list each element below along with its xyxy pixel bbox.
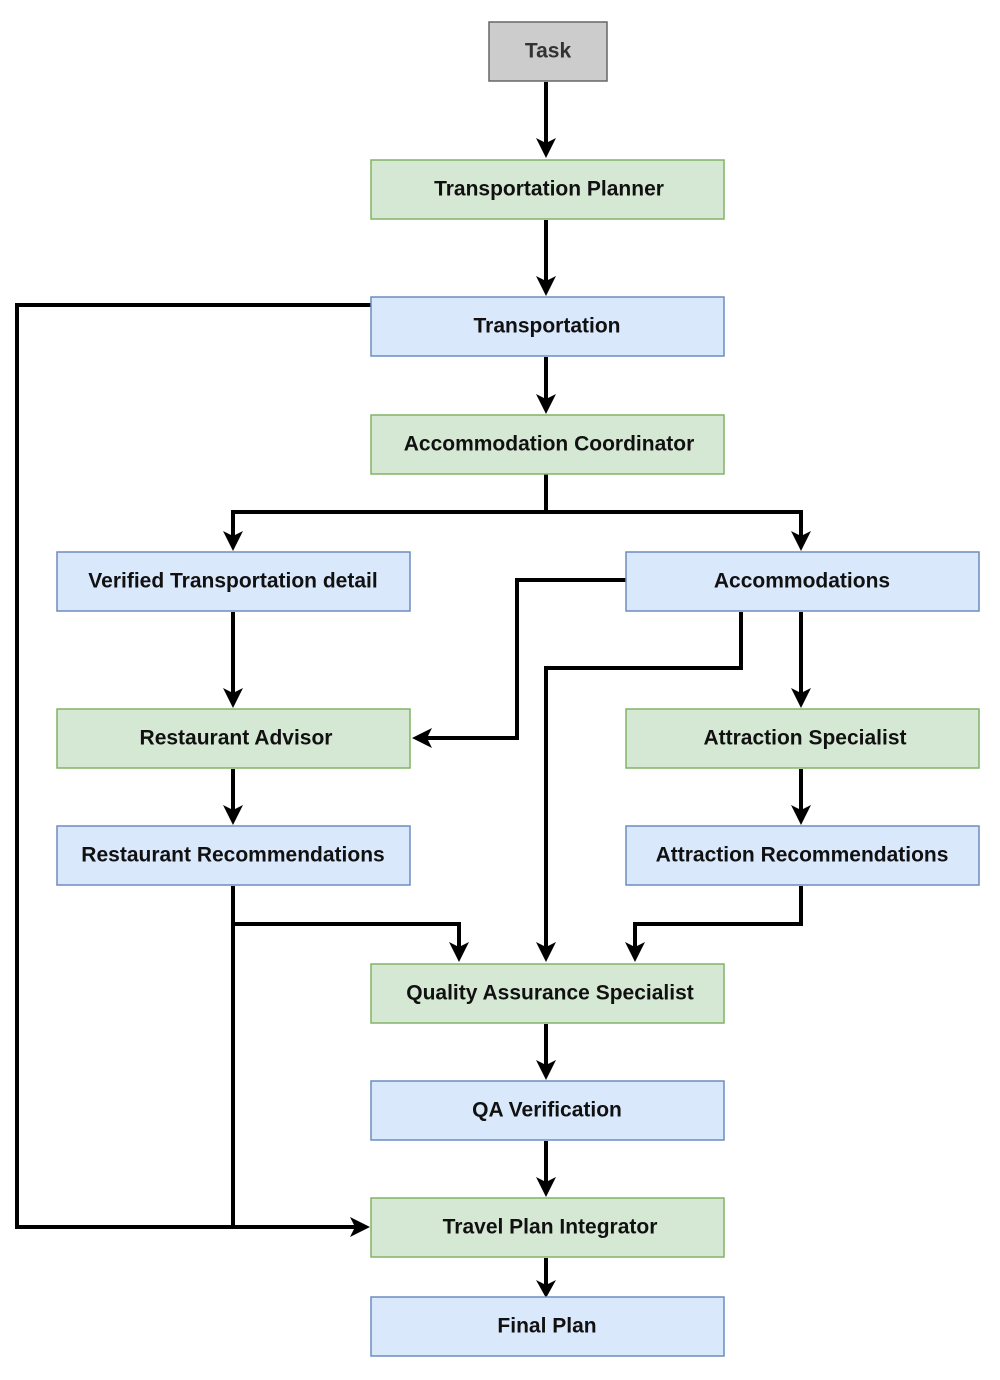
node-verified-transportation-detail: Verified Transportation detail (56, 551, 411, 612)
arrowhead-attraction-recommendations (791, 805, 811, 825)
arrowhead-accommodations (791, 531, 811, 551)
node-quality-assurance-specialist-label: Quality Assurance Specialist (406, 982, 694, 1005)
node-quality-assurance-specialist: Quality Assurance Specialist (370, 963, 725, 1024)
node-travel-plan-integrator-label: Travel Plan Integrator (443, 1216, 658, 1239)
arrowhead-attraction-specialist (791, 688, 811, 708)
node-final-plan-label: Final Plan (497, 1315, 596, 1338)
arrowhead-travel-plan-integrator-top (536, 1177, 556, 1197)
edge-accommodations-to-restaurant-advisor (424, 578, 626, 740)
node-restaurant-advisor-label: Restaurant Advisor (140, 727, 333, 750)
node-transportation-planner-label: Transportation Planner (434, 178, 664, 201)
edges (15, 82, 811, 1298)
arrowhead-qa-specialist-left (449, 942, 469, 962)
arrowhead-travel-plan-integrator-left (350, 1217, 370, 1237)
arrowhead-qa-specialist-center (536, 942, 556, 962)
node-travel-plan-integrator: Travel Plan Integrator (370, 1197, 725, 1258)
edge-accommodations-to-qa-specialist (544, 612, 743, 950)
node-attraction-recommendations-label: Attraction Recommendations (656, 844, 949, 867)
node-accommodation-coordinator-label: Accommodation Coordinator (404, 433, 695, 456)
edge-restaurant-recommendations-to-qa-specialist (233, 922, 461, 950)
arrowhead-restaurant-advisor-right (412, 728, 432, 748)
arrowhead-final-plan (536, 1280, 556, 1298)
node-transportation-planner: Transportation Planner (370, 159, 725, 220)
edge-accommodation-coordinator-to-accommodations (546, 510, 803, 539)
node-verified-transportation-detail-label: Verified Transportation detail (88, 570, 377, 593)
node-task: Task (488, 21, 608, 82)
arrowhead-qa-specialist-right (625, 942, 645, 962)
node-transportation-label: Transportation (473, 315, 620, 338)
arrowhead-transportation (536, 276, 556, 296)
edge-transportation-to-travel-plan-integrator (15, 303, 371, 1229)
node-final-plan: Final Plan (370, 1296, 725, 1357)
node-accommodation-coordinator: Accommodation Coordinator (370, 414, 725, 475)
edge-accommodation-coordinator-split (231, 474, 548, 539)
nodes: Task Transportation Planner Transportati… (56, 21, 980, 1357)
arrowhead-accommodation-coordinator (536, 394, 556, 414)
node-attraction-specialist-label: Attraction Specialist (703, 727, 906, 750)
arrowhead-restaurant-recommendations (223, 805, 243, 825)
arrowhead-verified-transportation-detail (223, 531, 243, 551)
node-task-label: Task (525, 40, 572, 63)
arrowhead-qa-verification (536, 1060, 556, 1080)
node-qa-verification-label: QA Verification (472, 1099, 622, 1122)
node-transportation: Transportation (370, 296, 725, 357)
arrowhead-restaurant-advisor-top (223, 688, 243, 708)
node-qa-verification: QA Verification (370, 1080, 725, 1141)
node-restaurant-recommendations: Restaurant Recommendations (56, 825, 411, 886)
node-accommodations: Accommodations (625, 551, 980, 612)
node-restaurant-recommendations-label: Restaurant Recommendations (81, 844, 384, 867)
arrowhead-transportation-planner (536, 138, 556, 158)
node-restaurant-advisor: Restaurant Advisor (56, 708, 411, 769)
edge-attraction-recommendations-to-qa-specialist (633, 886, 803, 950)
node-attraction-specialist: Attraction Specialist (625, 708, 980, 769)
node-accommodations-label: Accommodations (714, 570, 890, 593)
node-attraction-recommendations: Attraction Recommendations (625, 825, 980, 886)
